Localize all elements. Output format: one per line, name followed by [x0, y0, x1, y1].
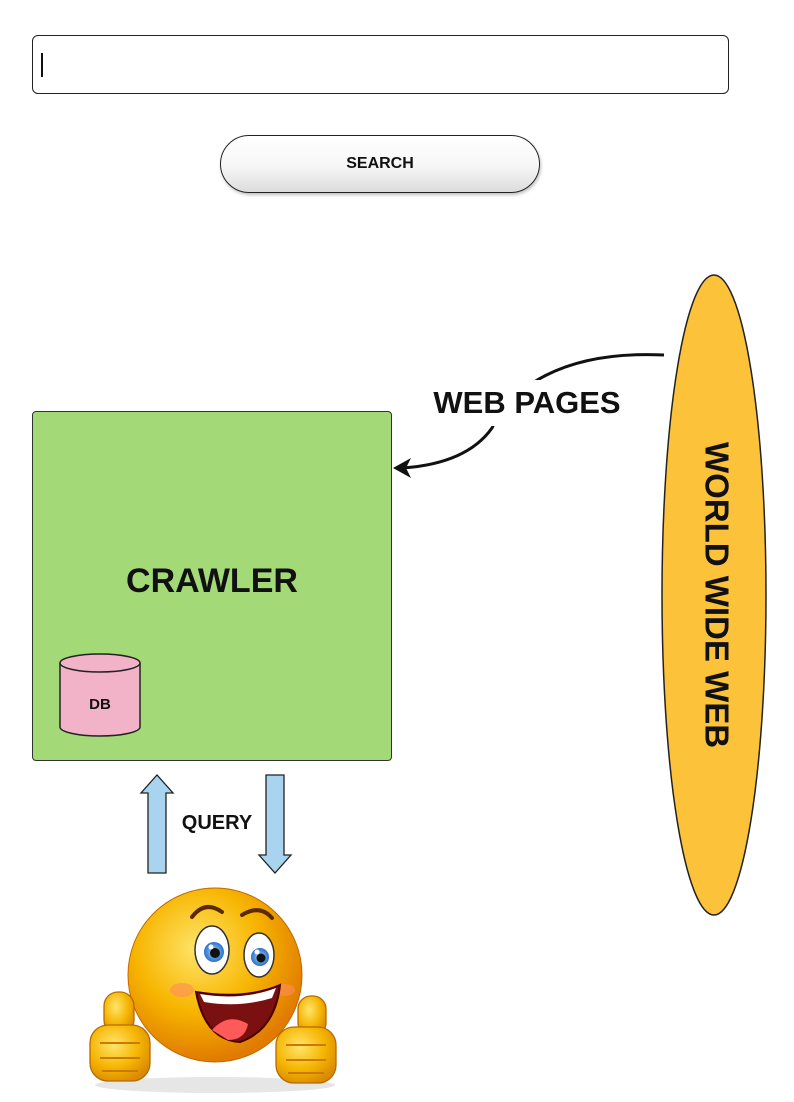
db-cylinder: DB — [59, 653, 141, 737]
emoji-left-glint — [208, 944, 214, 950]
web-pages-arrow: WEB PAGES — [393, 353, 665, 478]
db-cylinder-body — [59, 663, 141, 737]
search-input[interactable] — [32, 35, 729, 94]
right-thumb-icon — [275, 995, 337, 1084]
world-wide-web-label: WORLD WIDE WEB — [698, 442, 735, 748]
web-pages-label: WEB PAGES — [433, 385, 620, 420]
query-up-arrow — [139, 774, 175, 874]
emoji-right-pupil — [256, 953, 266, 963]
web-pages-arrow-head — [393, 458, 411, 478]
emoji-face — [127, 887, 303, 1063]
query-label: QUERY — [182, 812, 253, 834]
db-cylinder-top — [59, 653, 141, 673]
crawler-label: CRAWLER — [126, 562, 298, 600]
search-button[interactable]: SEARCH — [220, 135, 540, 193]
db-label: DB — [89, 696, 111, 713]
emoji-left-cheek — [170, 983, 194, 997]
emoji-shadow — [95, 1077, 335, 1093]
emoji-right-glint — [254, 949, 260, 955]
emoji-teeth — [200, 988, 276, 1005]
web-pages-label-bg — [420, 380, 634, 426]
query-arrows: QUERY — [139, 774, 293, 874]
world-wide-web-ellipse — [661, 274, 767, 916]
world-wide-web-node: WORLD WIDE WEB — [661, 274, 767, 916]
emoji-left-brow — [190, 905, 224, 919]
text-caret — [41, 53, 43, 77]
search-button-label: SEARCH — [346, 155, 414, 172]
user-emoji-icon — [89, 887, 337, 1093]
emoji-left-pupil — [210, 948, 220, 958]
left-thumb-icon — [89, 991, 151, 1082]
emoji-right-brow — [240, 908, 274, 920]
query-down-arrow — [257, 774, 293, 874]
emoji-tongue — [212, 1019, 248, 1040]
